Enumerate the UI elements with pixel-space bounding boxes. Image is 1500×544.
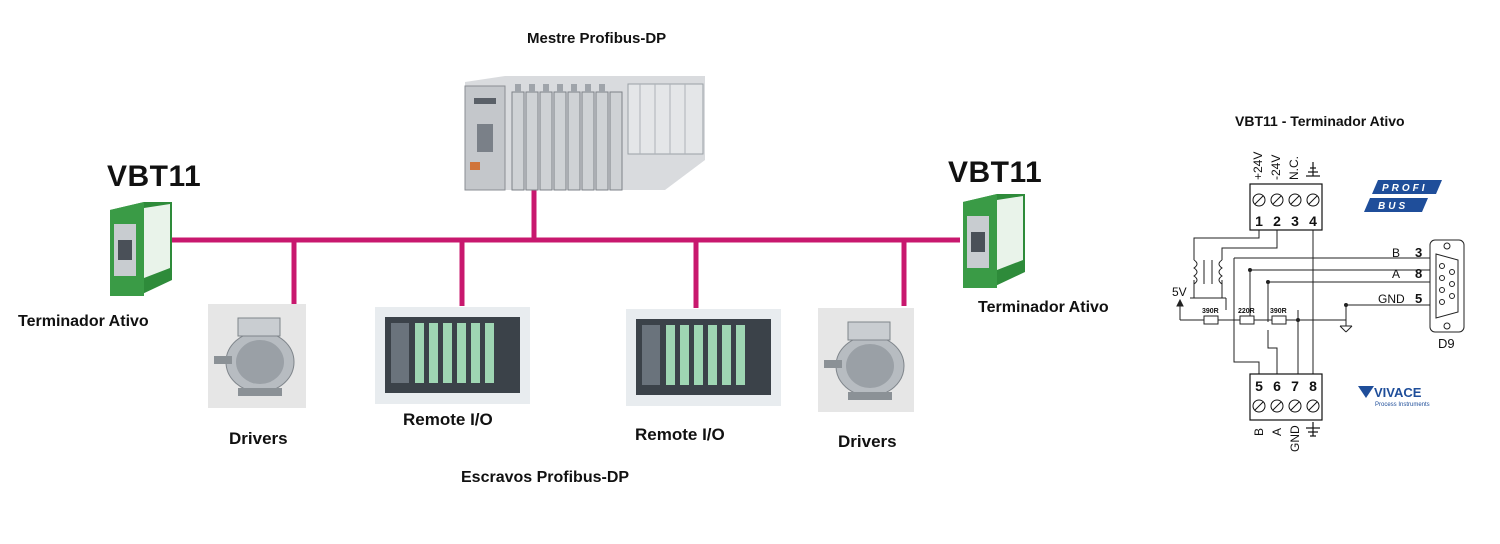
top-pin-number-4: 4: [1309, 213, 1317, 229]
d9-signal-gnd: GND: [1378, 292, 1405, 306]
bottom-pin-name-b: B: [1252, 428, 1266, 436]
drivers-1-image: [208, 304, 306, 408]
d9-pin-a: 8: [1415, 266, 1422, 281]
profibus-logo-text-1: PROFI: [1382, 183, 1428, 194]
top-pin-number-2: 2: [1273, 213, 1281, 229]
d9-connector-icon: [1429, 239, 1465, 333]
remote-io-2-label: Remote I/O: [635, 425, 725, 444]
master-label: Mestre Profibus-DP: [527, 30, 667, 47]
drivers-2-image: [818, 308, 914, 412]
terminator-left-model: VBT11: [107, 160, 202, 193]
terminator-right-model: VBT11: [948, 156, 1043, 189]
resistor-1: [1203, 315, 1219, 325]
remote-io-1-label: Remote I/O: [403, 410, 493, 429]
vbt11-schematic: VBT11 - Terminador Ativo +24V -24V N.C. …: [1172, 113, 1465, 452]
bottom-pin-number-6: 6: [1273, 378, 1281, 394]
vivace-logo: VIVACE Process Instruments: [1358, 385, 1430, 408]
top-pin-number-3: 3: [1291, 213, 1299, 229]
top-pin-number-1: 1: [1255, 213, 1263, 229]
bottom-pin-number-8: 8: [1309, 378, 1317, 394]
drivers-1-label: Drivers: [229, 429, 288, 448]
bottom-pin-name-gnd: GND: [1288, 425, 1302, 452]
profibus-logo-text-2: BUS: [1378, 201, 1408, 212]
master-plc-image: [464, 76, 705, 191]
bottom-terminal-block: [1249, 373, 1323, 421]
schematic-title: VBT11 - Terminador Ativo: [1235, 113, 1405, 129]
bottom-pin-number-5: 5: [1255, 378, 1263, 394]
top-pin-name-3: N.C.: [1287, 156, 1301, 180]
resistor-2-label: 220R: [1238, 308, 1255, 315]
terminator-right-label: Terminador Ativo: [978, 299, 1109, 316]
terminator-right-image: [963, 194, 1025, 288]
resistor-3: [1271, 315, 1287, 325]
vivace-logo-tagline: Process Instruments: [1375, 402, 1430, 408]
slaves-group-label: Escravos Profibus-DP: [461, 469, 630, 486]
top-terminal-block: [1249, 183, 1323, 231]
remote-io-2-image: [626, 309, 781, 406]
resistor-1-label: 390R: [1202, 308, 1219, 315]
top-pin-name-1: +24V: [1251, 152, 1265, 180]
d9-label: D9: [1438, 336, 1455, 351]
bottom-pin-number-7: 7: [1291, 378, 1299, 394]
drivers-2-label: Drivers: [838, 432, 897, 451]
top-ground-icon: [1306, 162, 1320, 177]
terminator-left-image: [110, 202, 172, 296]
ground-arrow-icon: [1339, 320, 1353, 333]
d9-pin-gnd: 5: [1415, 291, 1422, 306]
bottom-ground-icon: [1306, 422, 1320, 437]
d9-signal-b: B: [1392, 246, 1400, 260]
supply-arrow-icon: [1176, 298, 1184, 312]
terminator-left-label: Terminador Ativo: [18, 313, 149, 330]
profibus-logo: PROFI BUS: [1364, 180, 1442, 212]
d9-signal-a: A: [1392, 267, 1400, 281]
remote-io-1-image: [375, 307, 530, 404]
vivace-logo-text: VIVACE: [1374, 385, 1422, 400]
d9-pin-b: 3: [1415, 245, 1422, 260]
resistor-2: [1239, 315, 1255, 325]
supply-label: 5V: [1172, 285, 1187, 299]
resistor-3-label: 390R: [1270, 308, 1287, 315]
bottom-pin-name-a: A: [1270, 428, 1284, 436]
top-pin-name-2: -24V: [1269, 155, 1283, 180]
schematic-wiring: [1179, 230, 1430, 378]
transformer-icon: [1193, 259, 1223, 285]
